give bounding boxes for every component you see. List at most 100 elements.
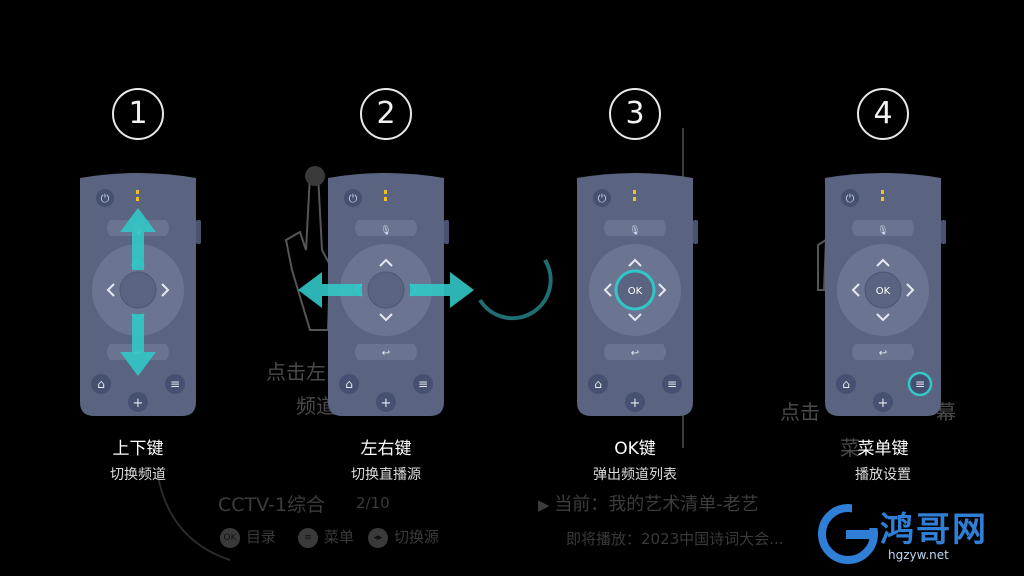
remote-svg: ⏻🎙OK↩⌂≡+	[825, 173, 946, 416]
back-button	[355, 344, 417, 360]
down-arrow-icon	[876, 313, 890, 322]
power-button	[593, 189, 611, 207]
power-icon: ⏻	[349, 192, 358, 205]
menu-highlight	[907, 371, 933, 397]
indicator-light	[136, 190, 139, 194]
ok-button	[119, 271, 157, 309]
step-title: 菜单键	[857, 439, 909, 459]
step-title: OK键	[614, 439, 656, 459]
remote-control: ⏻🎙↩⌂≡+	[58, 170, 218, 420]
up-arrow-icon	[628, 258, 642, 267]
menu-button	[413, 374, 433, 394]
mic-icon: 🎙	[629, 225, 640, 236]
back-icon: ↩	[382, 348, 390, 359]
channel-index: 2/10	[356, 494, 390, 512]
ok-button	[864, 271, 902, 309]
remote-svg: ⏻🎙↩⌂≡+	[80, 173, 201, 416]
menu-badge-icon: ≡	[298, 527, 318, 548]
step-title: 上下键	[112, 439, 164, 459]
ok-button	[367, 271, 405, 309]
step-desc: 弹出频道列表	[593, 467, 677, 483]
power-icon: ⏻	[101, 192, 110, 205]
voice-button	[852, 220, 914, 236]
up-arrow-icon	[379, 258, 393, 267]
step-desc: 切换频道	[110, 467, 166, 483]
mic-icon: 🎙	[877, 225, 888, 236]
indicator-light	[881, 190, 884, 194]
side-button	[444, 220, 449, 244]
step-number: 4	[857, 88, 909, 140]
big-right-arrow-icon	[410, 272, 474, 308]
now-playing: ▶ 当前：我的艺术清单-老艺	[538, 494, 759, 515]
home-icon: ⌂	[97, 377, 105, 391]
up-next: 即将播放：2023中国诗词大会...	[566, 530, 784, 548]
plus-icon: +	[878, 396, 889, 411]
switch-badge-icon: ◂▸	[368, 527, 388, 548]
step-number: 3	[609, 88, 661, 140]
power-icon: ⏻	[846, 192, 855, 205]
remote-control: ⏻ 🎙 OK ↩ ⌂ ≡ +	[555, 170, 715, 420]
brand-url: hgzyw.net	[888, 548, 949, 562]
ok-label: OK	[876, 286, 891, 297]
right-arrow-icon	[658, 283, 667, 297]
big-left-arrow-icon	[298, 272, 362, 308]
remote-svg: ⏻ 🎙 OK ↩ ⌂ ≡ +	[577, 173, 698, 416]
home-icon: ⌂	[345, 377, 353, 391]
home-button	[339, 374, 359, 394]
indicator-light	[633, 190, 636, 194]
mic-icon: 🎙	[380, 225, 391, 236]
menu-icon: ≡	[170, 377, 180, 391]
left-arrow-icon	[106, 283, 115, 297]
step-number: 2	[360, 88, 412, 140]
power-button	[841, 189, 859, 207]
channel-name: CCTV-1综合	[218, 494, 325, 516]
ok-highlight	[614, 269, 656, 311]
plus-icon: +	[381, 396, 392, 411]
plus-button	[376, 392, 396, 412]
down-arrow-icon	[628, 313, 642, 322]
indicator-light	[384, 190, 387, 194]
side-button	[196, 220, 201, 244]
home-button	[836, 374, 856, 394]
ok-badge-icon: OK	[220, 527, 240, 548]
brand-name: 鸿哥网	[880, 510, 988, 550]
menu-icon: ≡	[915, 377, 925, 391]
side-button	[941, 220, 946, 244]
back-button	[852, 344, 914, 360]
step-title: 左右键	[360, 439, 412, 459]
ok-label: OK	[628, 286, 643, 297]
down-arrow-icon	[379, 313, 393, 322]
menu-button	[662, 374, 682, 394]
left-arrow-icon	[603, 283, 612, 297]
plus-icon: +	[133, 396, 144, 411]
step-desc: 切换直播源	[351, 467, 421, 483]
plus-button	[625, 392, 645, 412]
right-arrow-icon	[906, 283, 915, 297]
home-icon: ⌂	[842, 377, 850, 391]
home-icon: ⌂	[594, 377, 602, 391]
voice-button	[355, 220, 417, 236]
remote-control: ⏻🎙OK↩⌂≡+	[803, 170, 963, 420]
play-icon: ▶	[538, 496, 555, 514]
plus-button	[128, 392, 148, 412]
step-desc: 播放设置	[855, 467, 911, 483]
side-button	[693, 220, 698, 244]
power-button	[96, 189, 114, 207]
plus-icon: +	[630, 396, 641, 411]
plus-button	[873, 392, 893, 412]
right-arrow-icon	[161, 283, 170, 297]
left-arrow-icon	[851, 283, 860, 297]
menu-button	[910, 374, 930, 394]
home-button	[588, 374, 608, 394]
watermark-logo: 鸿哥网 hgzyw.net	[816, 500, 1016, 570]
step-number: 1	[112, 88, 164, 140]
back-icon: ↩	[631, 348, 639, 359]
menu-icon: ≡	[667, 377, 677, 391]
legend-menu: ≡菜单	[298, 526, 354, 548]
power-icon: ⏻	[598, 192, 607, 205]
remote-svg: ⏻ 🎙 ↩ ⌂ ≡ +	[298, 173, 474, 416]
menu-icon: ≡	[418, 377, 428, 391]
legend-switch: ◂▸切换源	[368, 526, 439, 548]
home-button	[91, 374, 111, 394]
